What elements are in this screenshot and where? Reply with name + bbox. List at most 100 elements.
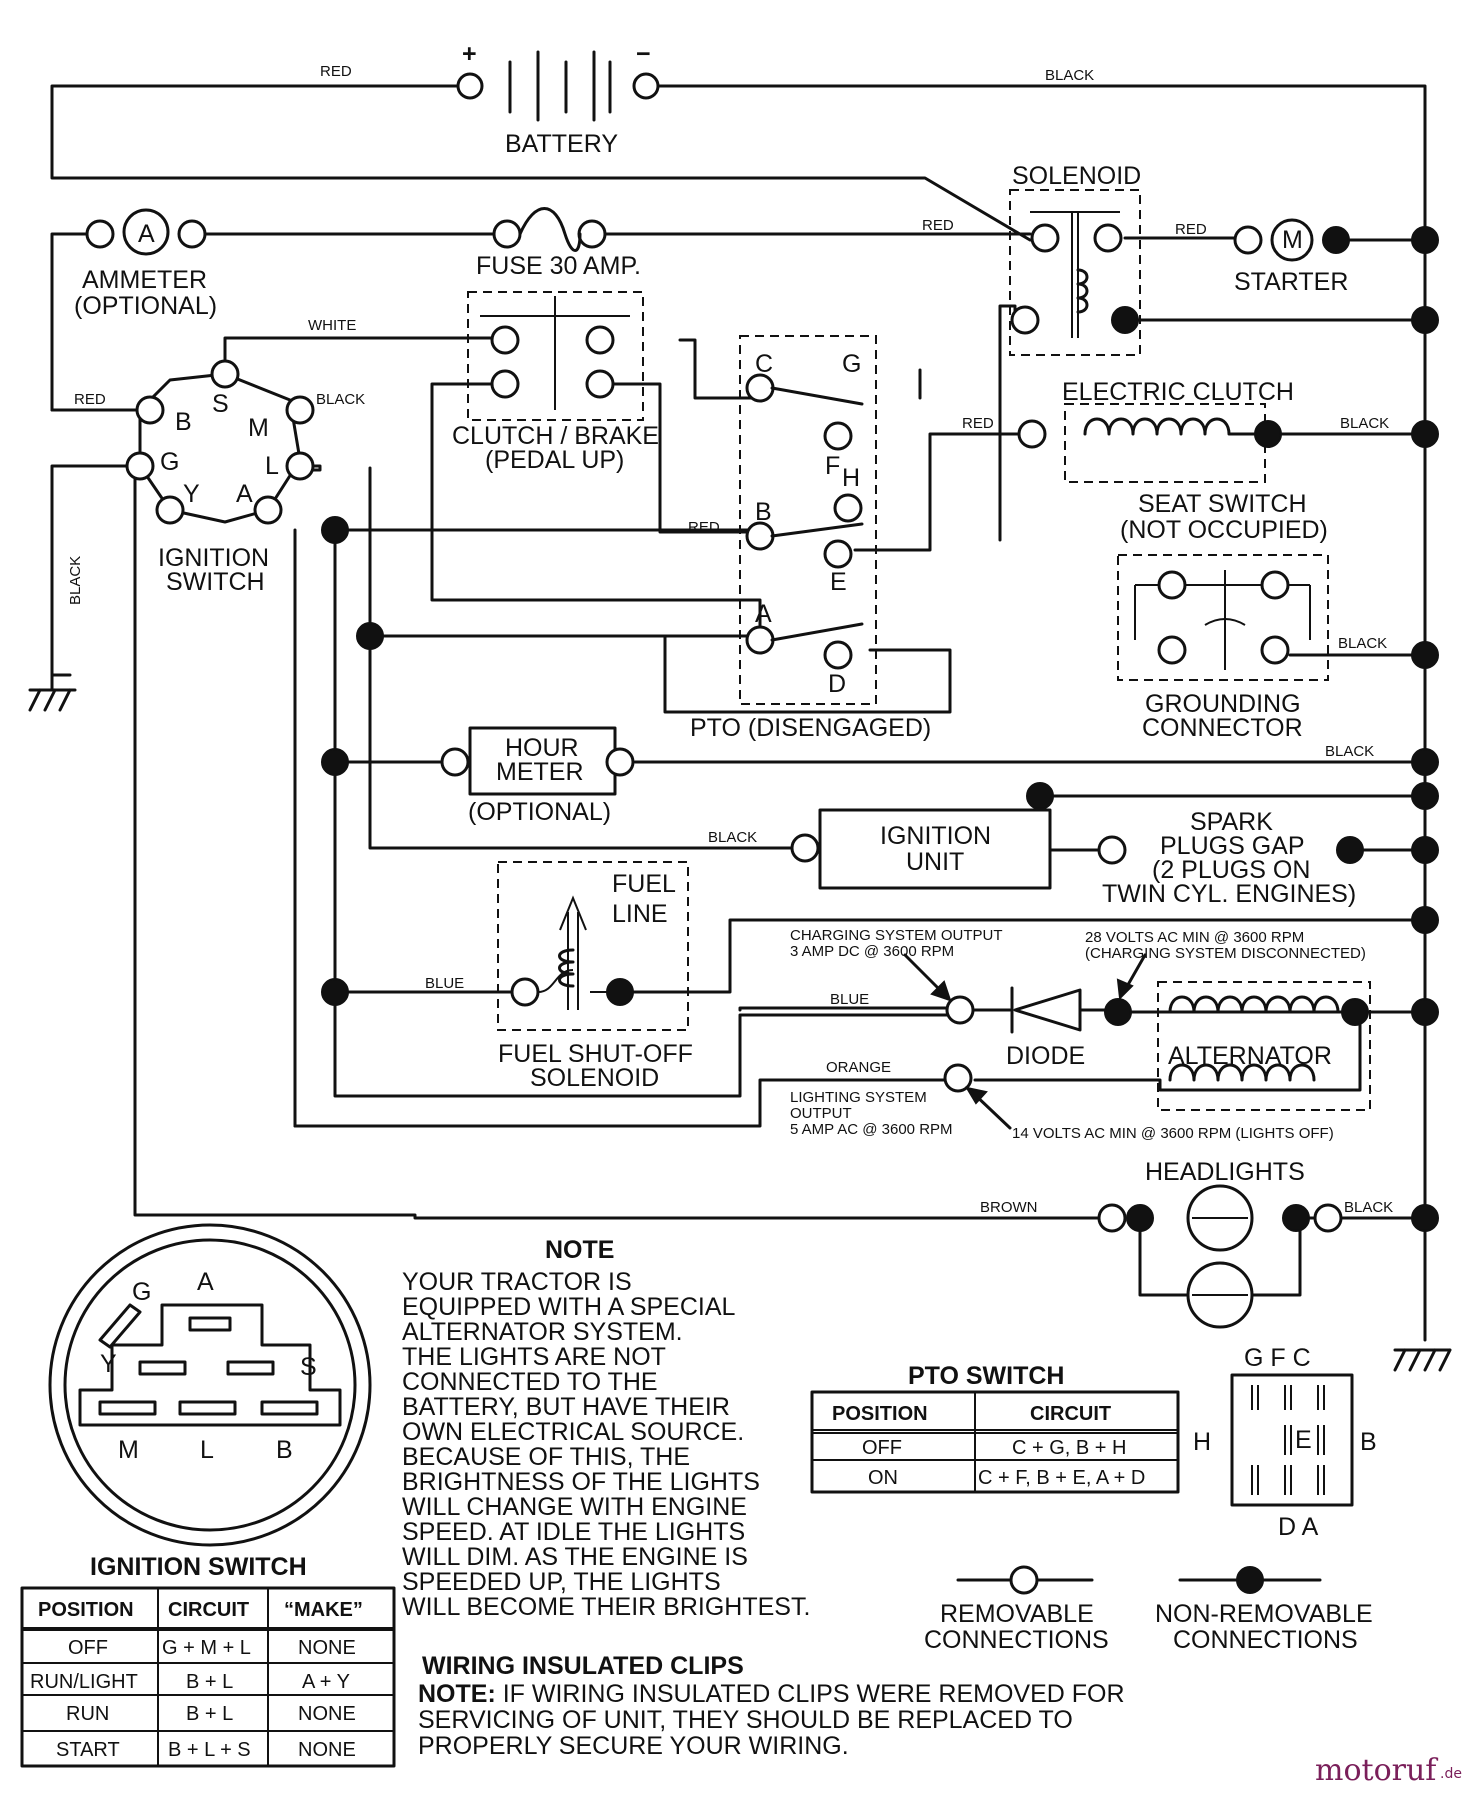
ign-r0-c1: G + M + L — [162, 1637, 251, 1659]
wire-red-pto: RED — [688, 519, 720, 536]
pto-term-f: F — [825, 452, 840, 480]
face-y: Y — [100, 1350, 117, 1378]
clips-note-line3: PROPERLY SECURE YOUR WIRING. — [418, 1732, 849, 1760]
diode-label: DIODE — [1006, 1042, 1085, 1070]
ammeter-symbol: A — [138, 220, 155, 248]
battery: + − BATTERY — [456, 40, 660, 158]
hour-meter-label-2: METER — [496, 758, 584, 786]
volts28-label-1: 28 VOLTS AC MIN @ 3600 RPM — [1085, 929, 1304, 946]
seat-switch: SEAT SWITCH (NOT OCCUPIED) GROUNDING CON… — [1117, 490, 1329, 742]
ign-r1-c1: B + L — [186, 1671, 233, 1693]
fuse-label: FUSE 30 AMP. — [476, 252, 641, 280]
removable-label-2: CONNECTIONS — [924, 1626, 1109, 1654]
wire-red-ign: RED — [74, 391, 106, 408]
battery-plus: + — [462, 40, 477, 68]
note-line-9: WILL CHANGE WITH ENGINE — [402, 1493, 747, 1521]
ignition-table: IGNITION SWITCH POSITION CIRCUIT “MAKE” … — [20, 1553, 396, 1768]
pto-face-right: B — [1360, 1428, 1377, 1456]
wire-black-seat: BLACK — [1338, 635, 1387, 652]
ign-r2-c1: B + L — [186, 1703, 233, 1725]
pto-r1-c1: C + F, B + E, A + D — [978, 1467, 1145, 1489]
wire-white: WHITE — [308, 317, 356, 334]
solenoid: SOLENOID — [1009, 162, 1141, 356]
pto-table-title: PTO SWITCH — [908, 1362, 1064, 1390]
removable-label-1: REMOVABLE — [940, 1600, 1094, 1628]
fuel-line-label-1: FUEL — [612, 870, 676, 898]
fuse: FUSE 30 AMP. — [476, 207, 641, 280]
face-b: B — [276, 1436, 293, 1464]
watermark-text: motoruf — [1315, 1753, 1438, 1788]
pto-r0-c0: OFF — [862, 1437, 902, 1459]
lighting-label-1: LIGHTING SYSTEM — [790, 1089, 927, 1106]
note-line-0: YOUR TRACTOR IS — [402, 1268, 632, 1296]
wire-blue-fuel: BLUE — [425, 975, 464, 992]
electric-clutch: ELECTRIC CLUTCH — [1017, 378, 1294, 483]
ign-r0-c0: OFF — [68, 1637, 108, 1659]
hour-meter-optional: (OPTIONAL) — [468, 798, 611, 826]
alternator-label: ALTERNATOR — [1168, 1042, 1332, 1070]
pto-th-position: POSITION — [832, 1403, 928, 1425]
pto-th-circuit: CIRCUIT — [1030, 1403, 1111, 1425]
ign-term-s: S — [212, 390, 229, 418]
volts28-label-2: (CHARGING SYSTEM DISCONNECTED) — [1085, 945, 1366, 962]
ground-left — [28, 673, 77, 712]
ign-r2-c2: NONE — [298, 1703, 356, 1725]
watermark-suffix: .de — [1440, 1766, 1462, 1782]
note-title: NOTE — [545, 1236, 614, 1264]
ign-term-g: G — [160, 448, 179, 476]
clips-note-text1: IF WIRING INSULATED CLIPS WERE REMOVED F… — [496, 1680, 1125, 1708]
connection-legend: REMOVABLE CONNECTIONS NON-REMOVABLE CONN… — [924, 1565, 1373, 1654]
note-line-2: ALTERNATOR SYSTEM. — [402, 1318, 683, 1346]
fuel-solenoid: FUEL LINE FUEL SHUT-OFF SOLENOID — [497, 861, 693, 1092]
note-line-6: OWN ELECTRICAL SOURCE. — [402, 1418, 744, 1446]
electric-clutch-label: ELECTRIC CLUTCH — [1062, 378, 1294, 406]
pto-disengaged-label: PTO (DISENGAGED) — [690, 714, 931, 742]
ign-term-y: Y — [183, 480, 200, 508]
starter-symbol: M — [1282, 226, 1303, 254]
not-occupied-label: (NOT OCCUPIED) — [1120, 516, 1328, 544]
wire-blue-charge: BLUE — [830, 991, 869, 1008]
ign-r1-c2: A + Y — [302, 1671, 350, 1693]
clips-note-line2: SERVICING OF UNIT, THEY SHOULD BE REPLAC… — [418, 1706, 1073, 1734]
pto-face-bottom: D A — [1278, 1513, 1319, 1541]
clips-note-prefix: NOTE: — [418, 1680, 496, 1708]
note-line-4: CONNECTED TO THE — [402, 1368, 658, 1396]
pto-r1-c0: ON — [868, 1467, 898, 1489]
pedal-up-label: (PEDAL UP) — [485, 446, 624, 474]
pto-table: PTO SWITCH POSITION CIRCUIT OFF C + G, B… — [810, 1362, 1180, 1494]
ign-r1-c0: RUN/LIGHT — [30, 1671, 138, 1693]
seat-switch-label: SEAT SWITCH — [1138, 490, 1307, 518]
note-line-10: SPEED. AT IDLE THE LIGHTS — [402, 1518, 745, 1546]
wire-labels: RED BLACK RED RED WHITE RED BLACK RED BL… — [67, 63, 1393, 1216]
wire-brown: BROWN — [980, 1199, 1038, 1216]
charging-label-2: 3 AMP DC @ 3600 RPM — [790, 943, 954, 960]
ignition-switch-label-2: SWITCH — [166, 568, 265, 596]
starter: M STARTER — [1233, 218, 1350, 296]
wires — [50, 84, 1427, 1342]
pto-face-center: E — [1295, 1426, 1312, 1454]
note-line-7: BECAUSE OF THIS, THE — [402, 1443, 690, 1471]
ammeter-label: AMMETER — [82, 266, 207, 294]
ignition-table-title: IGNITION SWITCH — [90, 1553, 307, 1581]
ign-term-m: M — [248, 414, 269, 442]
wiring-clips-note: WIRING INSULATED CLIPS NOTE: IF WIRING I… — [418, 1652, 1125, 1760]
ignition-switch-label-1: IGNITION — [158, 544, 269, 572]
ign-r0-c2: NONE — [298, 1637, 356, 1659]
wire-black-battery: BLACK — [1045, 67, 1094, 84]
note-line-11: WILL DIM. AS THE ENGINE IS — [402, 1543, 748, 1571]
headlights-label: HEADLIGHTS — [1145, 1158, 1305, 1186]
pto-term-e: E — [830, 568, 847, 596]
wire-black-ign: BLACK — [316, 391, 365, 408]
bus-junctions — [321, 226, 1439, 1232]
volts14-label: 14 VOLTS AC MIN @ 3600 RPM (LIGHTS OFF) — [1012, 1125, 1334, 1142]
pto-term-b: B — [755, 498, 772, 526]
note-line-5: BATTERY, BUT HAVE THEIR — [402, 1393, 730, 1421]
watermark-logo: motoruf .de — [1315, 1753, 1462, 1788]
face-g: G — [132, 1278, 151, 1306]
note-line-1: EQUIPPED WITH A SPECIAL — [402, 1293, 736, 1321]
pto-term-d: D — [828, 670, 846, 698]
ign-r3-c0: START — [56, 1739, 120, 1761]
solenoid-label: SOLENOID — [1012, 162, 1141, 190]
wire-orange: ORANGE — [826, 1059, 891, 1076]
wire-red-battery: RED — [320, 63, 352, 80]
